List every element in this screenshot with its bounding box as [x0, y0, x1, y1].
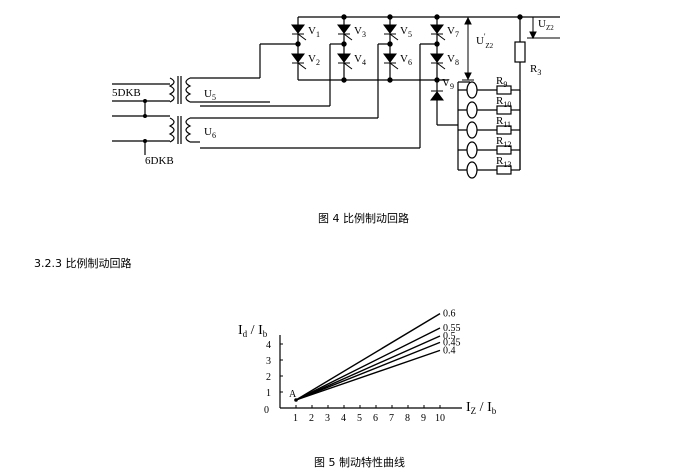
- series-label: 0.6: [443, 309, 456, 320]
- x-tick-label: 7: [389, 413, 394, 424]
- label-r3: R3: [530, 63, 541, 77]
- label-r12: R12: [496, 135, 511, 149]
- label-uz2: UZ2: [538, 18, 554, 32]
- x-tick-label: 2: [309, 413, 314, 424]
- series-line-0.5: [295, 335, 441, 401]
- series-line-0.6: [295, 312, 441, 401]
- point-a-marker: [294, 398, 298, 402]
- x-tick-label: 3: [325, 413, 330, 424]
- x-tick-label: 6: [373, 413, 378, 424]
- label-6dkb: 6DKB: [145, 155, 174, 167]
- figure-4-caption: 图 4 比例制动回路: [318, 212, 409, 225]
- section-heading: 3.2.3 比例制动回路: [34, 257, 132, 270]
- figure-5-caption: 图 5 制动特性曲线: [314, 456, 405, 469]
- x-tick-label: 10: [435, 413, 445, 424]
- braking-circuit-diagram: V1 V2 V3 V4 V5 V6 V7 V8 V9 UZ2 U'Z2 R3 R…: [112, 14, 560, 179]
- y-tick-label: 3: [266, 356, 271, 367]
- y-tick-label: 1: [266, 388, 271, 399]
- label-v4: V4: [354, 53, 366, 67]
- x-tick-label: 5: [357, 413, 362, 424]
- series-line-0.45: [295, 341, 441, 401]
- label-5dkb: 5DKB: [112, 87, 141, 99]
- x-tick-label: 4: [341, 413, 346, 424]
- x-axis-label: IZ / Ib: [466, 400, 497, 416]
- series-line-0.55: [295, 327, 441, 401]
- origin-label: 0: [264, 405, 269, 416]
- label-v6: V6: [400, 53, 412, 67]
- y-tick-label: 4: [266, 340, 271, 351]
- series-label: 0.55: [443, 323, 461, 334]
- label-v1: V1: [308, 25, 320, 39]
- label-r10: R10: [496, 95, 511, 109]
- y-tick-label: 2: [266, 372, 271, 383]
- y-axis-label: Id / Ib: [238, 323, 268, 339]
- label-r9: R9: [496, 75, 507, 89]
- label-v2: V2: [308, 53, 320, 67]
- point-a-label: A: [289, 389, 297, 400]
- label-v7: V7: [447, 25, 459, 39]
- series-label: 0.45: [443, 337, 461, 348]
- label-v5: V5: [400, 25, 412, 39]
- x-tick-label: 1: [293, 413, 298, 424]
- series-label: 0.4: [443, 345, 456, 356]
- x-tick-label: 9: [421, 413, 426, 424]
- label-r11: R11: [496, 115, 511, 129]
- series-label: 0.5: [443, 331, 456, 342]
- chart-axes: [279, 335, 462, 409]
- label-v8: V8: [447, 53, 459, 67]
- label-u6: U6: [204, 126, 216, 140]
- label-r13: R13: [496, 155, 511, 169]
- series-line-0.4: [295, 349, 441, 401]
- label-uz2-prime: U'Z2: [476, 32, 494, 50]
- x-tick-label: 8: [405, 413, 410, 424]
- label-u5: U5: [204, 88, 216, 102]
- label-v3: V3: [354, 25, 366, 39]
- label-v9: V9: [442, 77, 454, 91]
